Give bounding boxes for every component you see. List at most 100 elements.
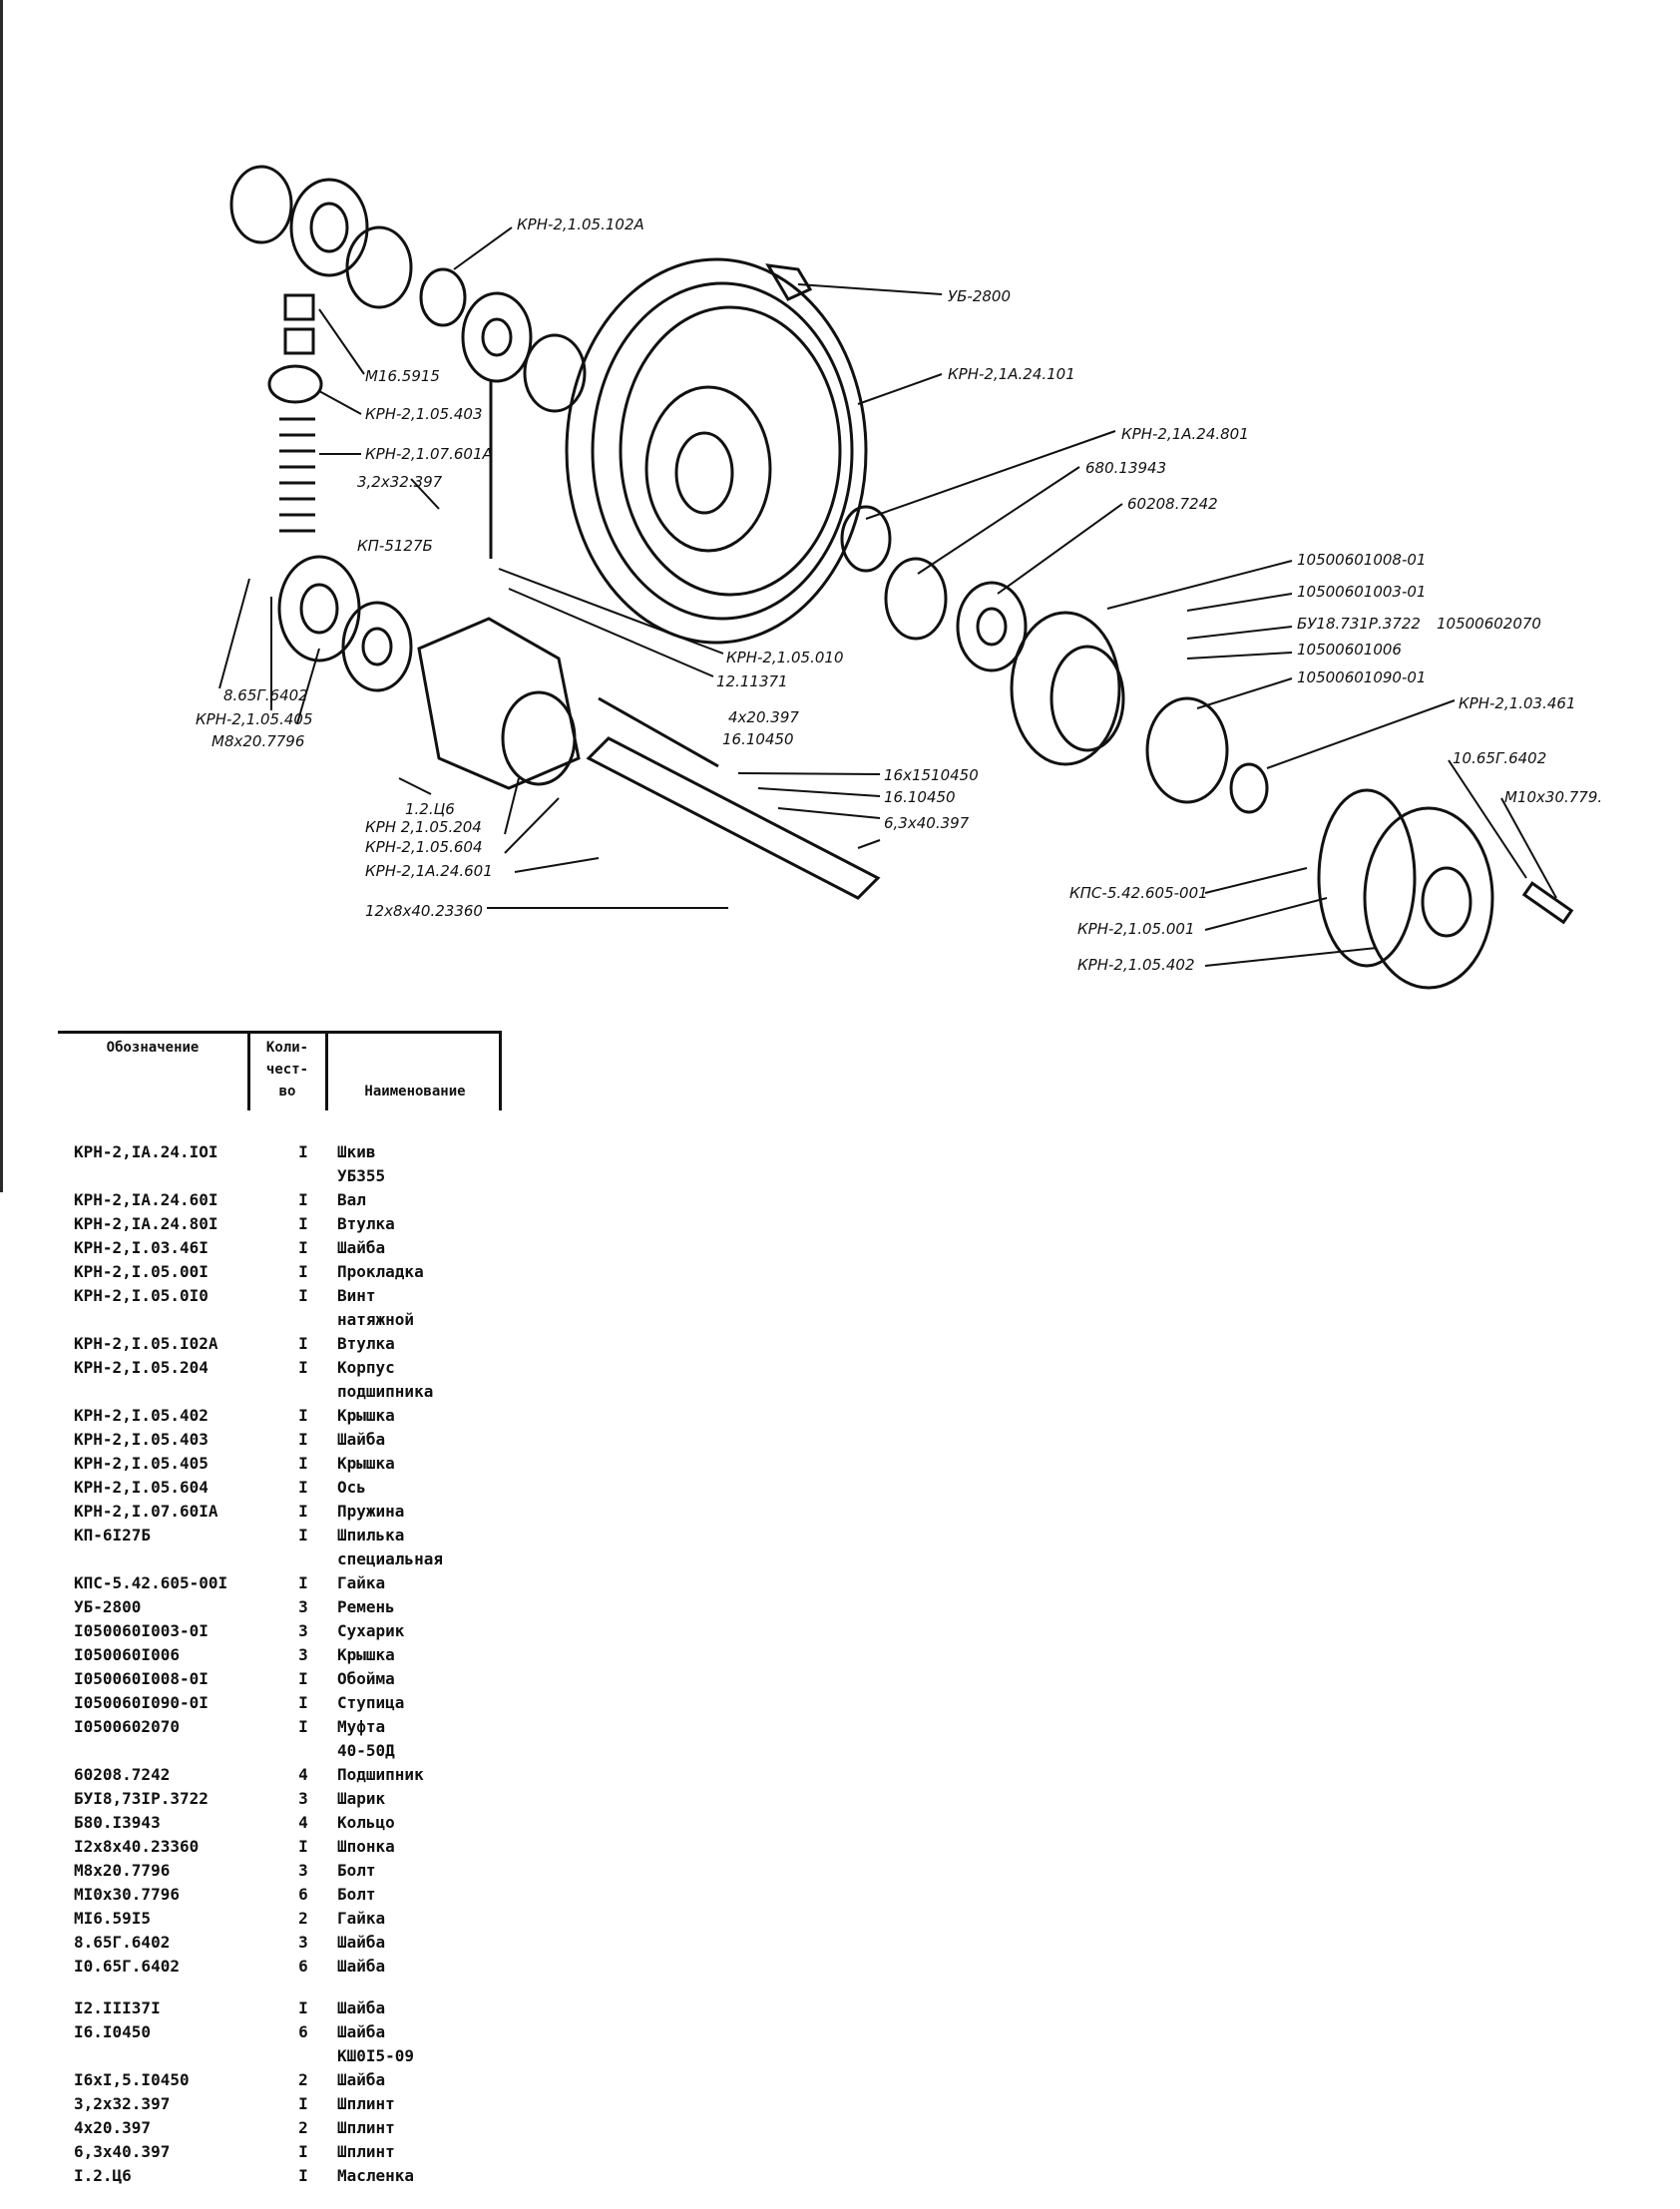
- cover-plate: [277, 555, 361, 663]
- part-code: 60208.7242: [74, 1765, 171, 1784]
- part-name: Шайба КШ0I5-09: [337, 2022, 415, 2065]
- part-name: Ось: [337, 1478, 366, 1497]
- part-qty: I: [298, 1669, 308, 1688]
- part-name: Шайба: [337, 2070, 386, 2089]
- part-qty: I: [298, 1358, 308, 1377]
- part-qty: I: [298, 1837, 308, 1856]
- clutch-cage: [1145, 696, 1229, 804]
- part-qty: 3: [298, 1621, 308, 1640]
- part-qty: I: [298, 1717, 308, 1736]
- part-name: Пружина: [337, 1502, 405, 1521]
- callout-label: 10500601008-01: [1297, 551, 1426, 569]
- part-name: Муфта 40-50Д: [337, 1717, 395, 1760]
- part-name: Гайка: [337, 1573, 386, 1592]
- part-name: Втулка: [337, 1334, 395, 1353]
- part-name: Крышка: [337, 1406, 395, 1425]
- part-code: М8х20.7796: [74, 1861, 171, 1880]
- bearing-4: [956, 581, 1028, 672]
- bushing-ring: [419, 267, 467, 327]
- bearing-1: [289, 178, 369, 277]
- part-qty: I: [298, 1214, 308, 1233]
- part-code: КРН-2,I.05.I02А: [74, 1334, 218, 1353]
- callout-label: 8.65Г.6402: [223, 686, 308, 704]
- part-code: 8.65Г.6402: [74, 1933, 171, 1952]
- part-name: Масленка: [337, 2166, 415, 2185]
- table-row: М8х20.7796 3 Болт: [60, 1859, 499, 1883]
- part-name: Болт: [337, 1861, 376, 1880]
- part-qty: I: [298, 2142, 308, 2161]
- spring-washer: [267, 364, 323, 404]
- callout-label: 680.13943: [1085, 459, 1166, 477]
- header-quantity: Коли- чест- во: [265, 1040, 309, 1100]
- header-name: Наименование: [364, 1084, 466, 1100]
- part-code: КРН-2,IА.24.80I: [74, 1214, 218, 1233]
- callout-label: КПС-5.42.605-001: [1069, 884, 1208, 902]
- part-name: Винт натяжной: [337, 1286, 415, 1329]
- parts-table-header: Обозначение Коли- чест- во Наименование: [58, 1031, 502, 1110]
- part-code: КРН-2,I.05.405: [74, 1454, 209, 1473]
- callout-label: М16.5915: [365, 367, 440, 385]
- part-code: КРН-2,I.05.604: [74, 1478, 209, 1497]
- callout-label: 10500601006: [1297, 641, 1402, 659]
- part-code: 6,3х40.397: [74, 2142, 171, 2161]
- part-code: УБ-2800: [74, 1597, 142, 1616]
- part-name: Шайба: [337, 1998, 386, 2017]
- table-row: I6.I0450 6 Шайба КШ0I5-09: [60, 2020, 499, 2068]
- part-name: Шпонка: [337, 1837, 395, 1856]
- part-qty: 6: [298, 2022, 308, 2041]
- part-name: Шайба: [337, 1430, 386, 1449]
- header-divider: [247, 1031, 250, 1110]
- part-name: Крышка: [337, 1454, 395, 1473]
- part-qty: 2: [298, 2118, 308, 2137]
- part-code: КРН-2,I.05.204: [74, 1358, 209, 1377]
- part-qty: I: [298, 2094, 308, 2113]
- callout-label: 12х8х40.23360: [365, 902, 483, 920]
- part-qty: 6: [298, 1957, 308, 1976]
- callout-label: 6,3х40.397: [884, 814, 970, 832]
- part-qty: 3: [298, 1861, 308, 1880]
- part-qty: 2: [298, 1909, 308, 1928]
- part-code: I050060I003-0I: [74, 1621, 209, 1640]
- callout-label: М8х20.7796: [211, 732, 304, 750]
- part-qty: I: [298, 1334, 308, 1353]
- shaft: [586, 736, 881, 900]
- callout-label: КРН-2,1А.24.101: [948, 365, 1075, 383]
- callout-label: КРН-2,1.05.001: [1077, 920, 1195, 938]
- part-qty: I: [298, 1142, 308, 1161]
- part-qty: 4: [298, 1765, 308, 1784]
- callout-label: КРН-2,1.07.601А: [365, 445, 493, 463]
- part-name: Ремень: [337, 1597, 395, 1616]
- nut-1: [283, 293, 315, 321]
- part-code: КРН-2,I.05.403: [74, 1430, 209, 1449]
- part-qty: I: [298, 1573, 308, 1592]
- bearing-3: [341, 601, 413, 692]
- snap-ring-3: [523, 333, 587, 413]
- part-code: I050060I008-0I: [74, 1669, 209, 1688]
- part-code: I050060I006: [74, 1645, 180, 1664]
- part-code: I2х8х40.23360: [74, 1837, 200, 1856]
- part-code: КРН-2,IА.24.IOI: [74, 1142, 218, 1161]
- callout-label: КРН-2,1.05.405: [196, 710, 313, 728]
- header-rule: [58, 1031, 501, 1034]
- part-name: Втулка: [337, 1214, 395, 1233]
- part-name: Ступица: [337, 1693, 405, 1712]
- part-code: I6.I0450: [74, 2022, 152, 2041]
